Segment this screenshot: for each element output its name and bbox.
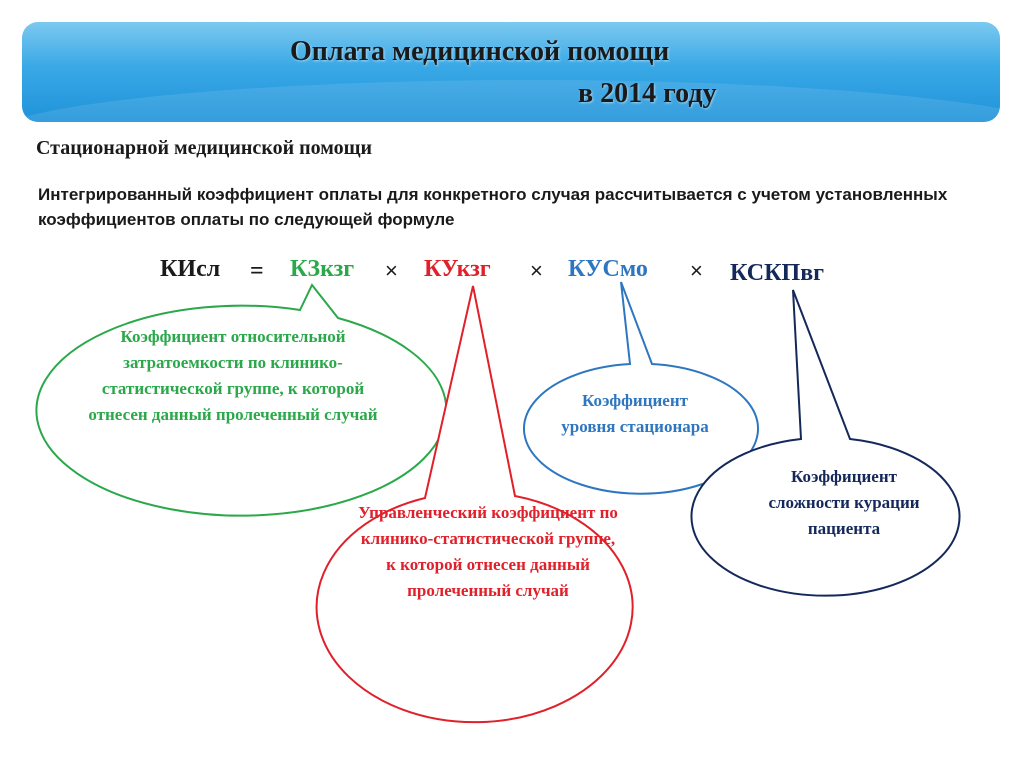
title-line-2: в 2014 году bbox=[578, 78, 717, 109]
formula-times-3: × bbox=[690, 258, 703, 283]
formula-equals: = bbox=[250, 258, 264, 284]
green-callout-shape bbox=[35, 283, 448, 517]
title-line-1: Оплата медицинской помощи bbox=[290, 36, 670, 67]
title-banner bbox=[22, 22, 1000, 122]
formula-times-2: × bbox=[530, 258, 543, 283]
navy-callout-text: Коэффициент сложности курации пациента bbox=[768, 467, 920, 538]
formula-term-kusmo: КУСмо bbox=[568, 256, 648, 282]
section-heading: Стационарной медицинской помощи bbox=[36, 137, 373, 159]
red-callout-shape bbox=[315, 285, 634, 724]
formula-result: КИсл bbox=[160, 256, 221, 282]
formula-term-kzkzg: КЗкзг bbox=[290, 256, 355, 282]
formula-term-kukzg: КУкзг bbox=[424, 256, 491, 282]
red-callout-text: Управленческий коэффициент по клинико-ст… bbox=[358, 503, 618, 600]
blue-callout-text: Коэффициент уровня стационара bbox=[561, 391, 709, 436]
green-callout-text: Коэффициент относительной затратоемкости… bbox=[88, 327, 378, 424]
blue-callout-shape bbox=[523, 281, 759, 495]
description-text: Интегрированный коэффициент оплаты для к… bbox=[38, 185, 948, 229]
navy-callout-shape bbox=[690, 289, 961, 597]
formula-term-kskpvg: КСКПвг bbox=[730, 260, 825, 286]
formula-times-1: × bbox=[385, 258, 398, 283]
